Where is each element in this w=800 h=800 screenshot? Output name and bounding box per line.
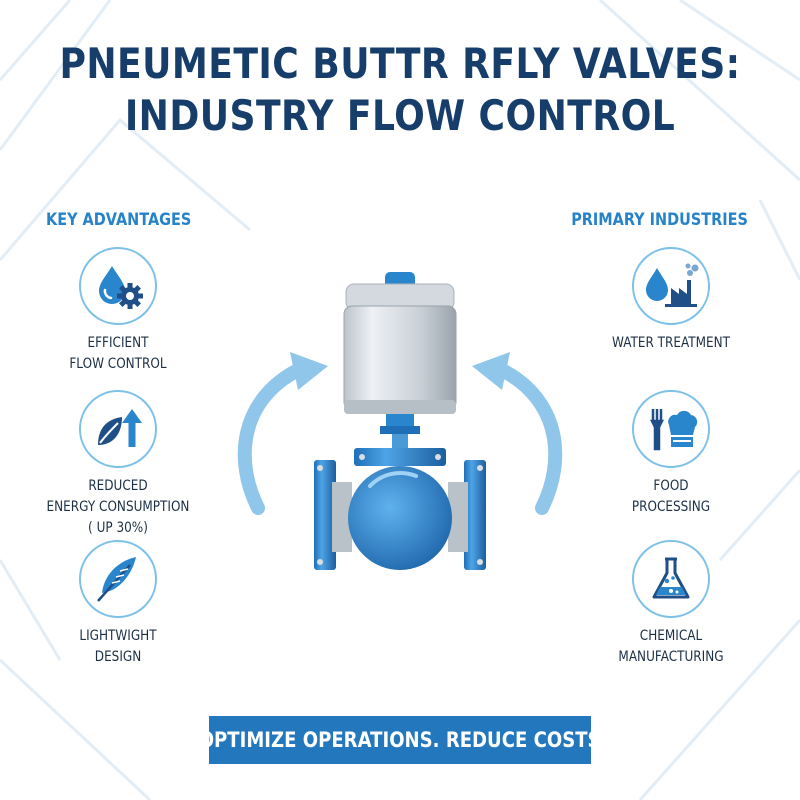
water-drop-gear-icon (79, 247, 157, 325)
industry-label: FOOD PROCESSING (631, 478, 711, 515)
flow-arrow-right-icon (472, 352, 563, 515)
industry-item-water-treatment: WATER TREATMENT (566, 247, 776, 354)
advantage-label: EFFICIENT FLOW CONTROL (69, 335, 167, 372)
feather-icon (79, 540, 157, 618)
industry-label: WATER TREATMENT (611, 335, 731, 351)
industry-item-food-processing: FOOD PROCESSING (566, 390, 776, 518)
title-line-2: INDUSTRY FLOW CONTROL (124, 91, 676, 140)
primary-industries-heading: PRIMARY INDUSTRIES (571, 210, 748, 230)
advantage-item-energy: REDUCED ENERGY CONSUMPTION ( UP 30%) (13, 390, 223, 539)
fork-chef-hat-icon (632, 390, 710, 468)
advantage-item-lightweight: LIGHTWIGHT DESIGN (13, 540, 223, 668)
advantage-label: REDUCED ENERGY CONSUMPTION ( UP 30%) (46, 478, 190, 536)
water-drop-factory-icon (632, 247, 710, 325)
flask-icon (632, 540, 710, 618)
flow-arrow-left-icon (237, 352, 328, 515)
title-line-1: PNEUMETIC BUTTR RFLY VALVES: (59, 39, 741, 88)
leaf-arrow-up-icon (79, 390, 157, 468)
advantage-item-flow-control: EFFICIENT FLOW CONTROL (13, 247, 223, 375)
advantage-label: LIGHTWIGHT DESIGN (79, 628, 157, 665)
industry-label: CHEMICAL MANUFACTURING (618, 628, 724, 665)
page-title: PNEUMETIC BUTTR RFLY VALVES: INDUSTRY FL… (56, 38, 744, 142)
butterfly-valve-illustration (237, 272, 563, 570)
cta-banner: OPTIMIZE OPERATIONS. REDUCE COSTS (199, 716, 601, 764)
cta-banner-text: OPTIMIZE OPERATIONS. REDUCE COSTS (199, 728, 601, 752)
industry-item-chemical: CHEMICAL MANUFACTURING (566, 540, 776, 668)
key-advantages-heading: KEY ADVANTAGES (46, 210, 192, 230)
